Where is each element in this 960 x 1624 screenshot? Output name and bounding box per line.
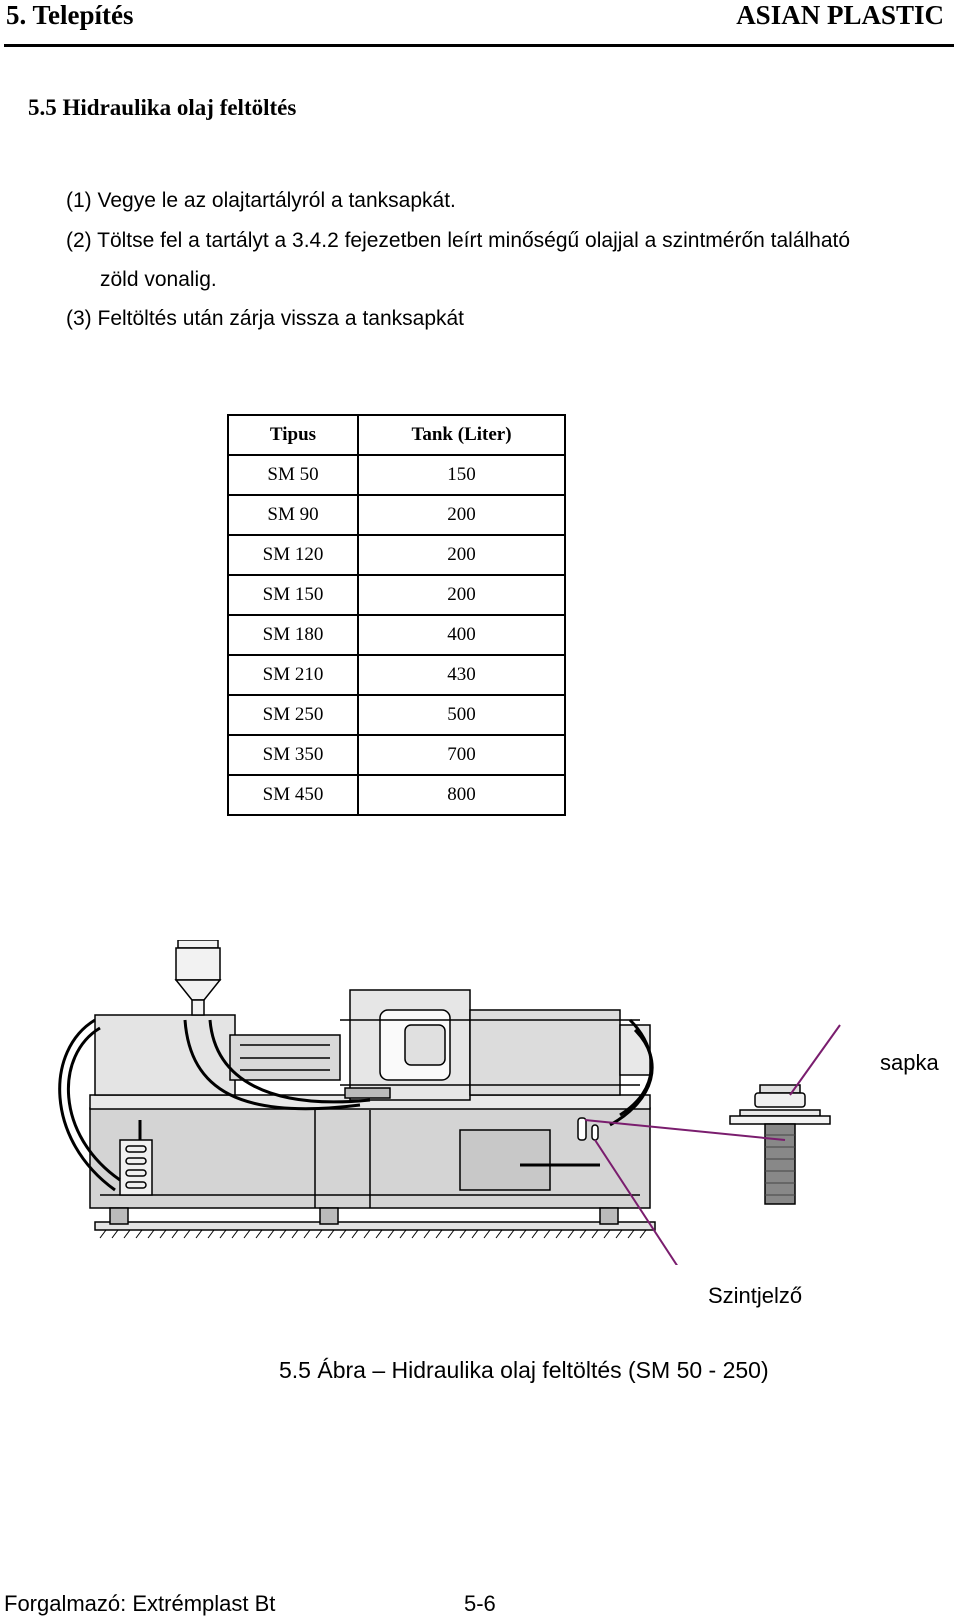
level-indicator-label: Szintjelző: [708, 1283, 803, 1308]
level-pointer-line: [594, 1139, 678, 1265]
tank-pointer-line: [584, 1119, 786, 1141]
step-2: (2) Töltse fel a tartályt a 3.4.2 fejeze…: [66, 229, 851, 252]
tank-cell: 800: [357, 774, 566, 816]
tank-cell: 150: [357, 454, 566, 496]
footer-distributor: Forgalmazó: Extrémplast Bt: [4, 1591, 276, 1616]
cap-label: sapka: [880, 1050, 939, 1075]
type-cell: SM 350: [227, 734, 359, 776]
tank-cell: 430: [357, 654, 566, 696]
type-cell: SM 250: [227, 694, 359, 736]
page-number: 5-6: [464, 1591, 496, 1616]
pointer-lines: [584, 1024, 841, 1265]
step-3: (3) Feltöltés után zárja vissza a tanksa…: [66, 307, 465, 330]
hopper: [174, 940, 222, 1016]
tank-cell: 400: [357, 614, 566, 656]
column-header-type: Tipus: [227, 414, 359, 456]
column-header-tank: Tank (Liter): [357, 414, 566, 456]
header-rule: [4, 44, 954, 47]
type-cell: SM 180: [227, 614, 359, 656]
injection-unit: [94, 1014, 341, 1096]
table-header-row: Tipus Tank (Liter): [227, 414, 566, 456]
floor-base: [94, 1221, 656, 1239]
valve-block: [119, 1139, 153, 1196]
injection-molding-machine-illustration: [58, 940, 841, 1265]
tank-cell: 200: [357, 494, 566, 536]
type-cell: SM 50: [227, 454, 359, 496]
clamping-unit: [340, 989, 651, 1101]
cap-pointer-line: [789, 1024, 841, 1096]
figure-caption: 5.5 Ábra – Hidraulika olaj feltöltés (SM…: [279, 1357, 769, 1383]
machine-base: [89, 1094, 651, 1225]
section-title: 5.5 Hidraulika olaj feltöltés: [28, 95, 297, 120]
step-1: (1) Vegye le az olajtartályról a tanksap…: [66, 189, 456, 212]
type-cell: SM 90: [227, 494, 359, 536]
type-cell: SM 210: [227, 654, 359, 696]
type-cell: SM 150: [227, 574, 359, 616]
brand-name: ASIAN PLASTIC: [736, 0, 944, 30]
tank-cell: 200: [357, 574, 566, 616]
step-2-continued: zöld vonalig.: [100, 268, 217, 291]
tank-cap-detail: [729, 1084, 831, 1205]
tank-cell: 700: [357, 734, 566, 776]
chapter-title: 5. Telepítés: [6, 0, 134, 30]
type-cell: SM 120: [227, 534, 359, 576]
manifold: [344, 1087, 391, 1099]
type-cell: SM 450: [227, 774, 359, 816]
tank-cell: 200: [357, 534, 566, 576]
tank-cell: 500: [357, 694, 566, 736]
hydraulic-hoses: [58, 1018, 654, 1192]
